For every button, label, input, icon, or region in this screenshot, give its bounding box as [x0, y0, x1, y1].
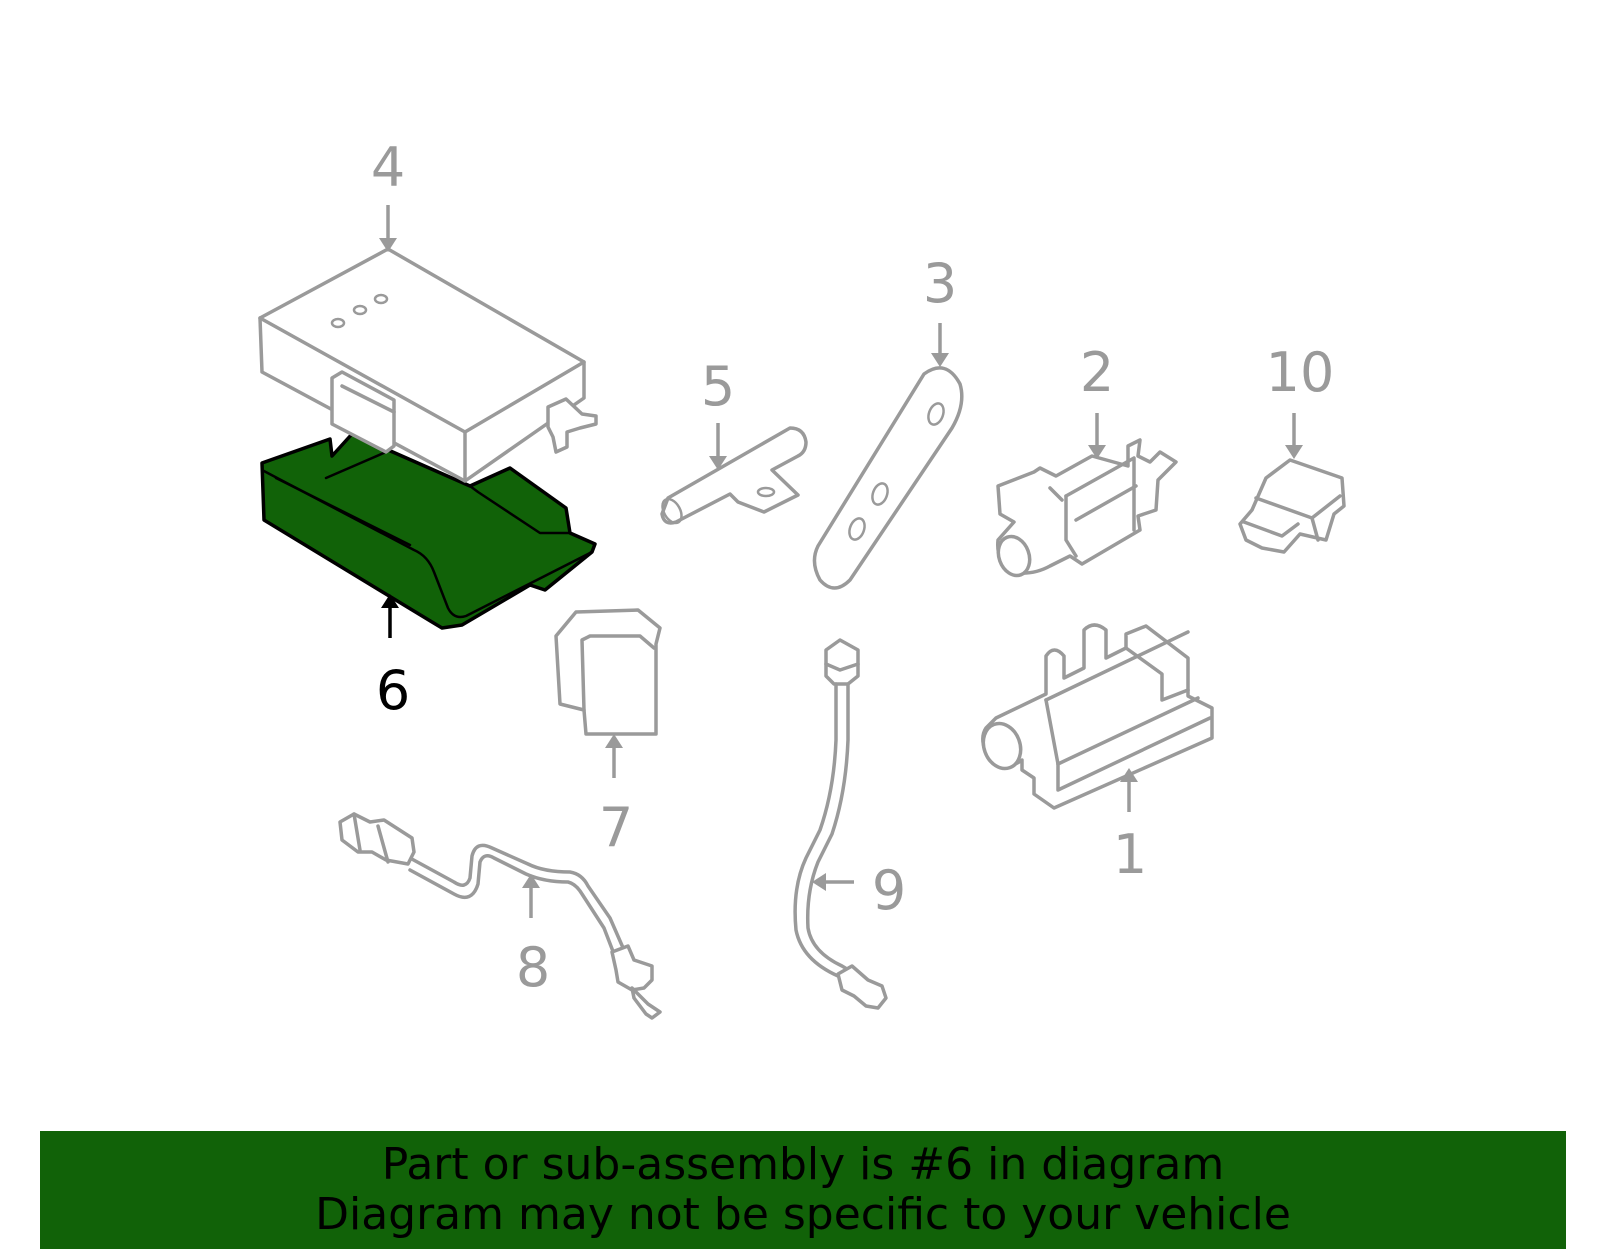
callout-1: 1	[1113, 823, 1147, 886]
part-1-sensor[interactable]	[977, 623, 1214, 810]
callout-7: 7	[599, 796, 633, 859]
part-2-valve[interactable]	[993, 438, 1178, 580]
part-7-bracket[interactable]	[554, 608, 662, 736]
banner-line-2: Diagram may not be specific to your vehi…	[315, 1189, 1291, 1240]
callout-5: 5	[701, 355, 735, 418]
part-6-tray[interactable]	[260, 432, 597, 630]
callout-6: 6	[376, 659, 410, 722]
banner-line-1: Part or sub-assembly is #6 in diagram	[381, 1139, 1225, 1190]
part-5-bracket[interactable]	[659, 426, 808, 526]
callout-10: 10	[1266, 341, 1335, 404]
info-banner: Part or sub-assembly is #6 in diagram Di…	[40, 1131, 1566, 1249]
part-8-oxygen-sensor[interactable]	[338, 812, 662, 1020]
callout-9: 9	[872, 859, 906, 922]
part-10-connector[interactable]	[1238, 458, 1346, 554]
callout-labels: 4 5 3 2 10 6 7 1 8 9	[371, 136, 1335, 999]
part-3-plate[interactable]	[812, 366, 964, 590]
part-9-oxygen-sensor[interactable]	[793, 638, 888, 1010]
callout-8: 8	[516, 936, 550, 999]
callout-arrows	[379, 205, 1303, 918]
callout-3: 3	[923, 252, 957, 315]
callout-4: 4	[371, 136, 405, 199]
callout-2: 2	[1080, 341, 1114, 404]
part-4-module[interactable]	[258, 247, 598, 483]
